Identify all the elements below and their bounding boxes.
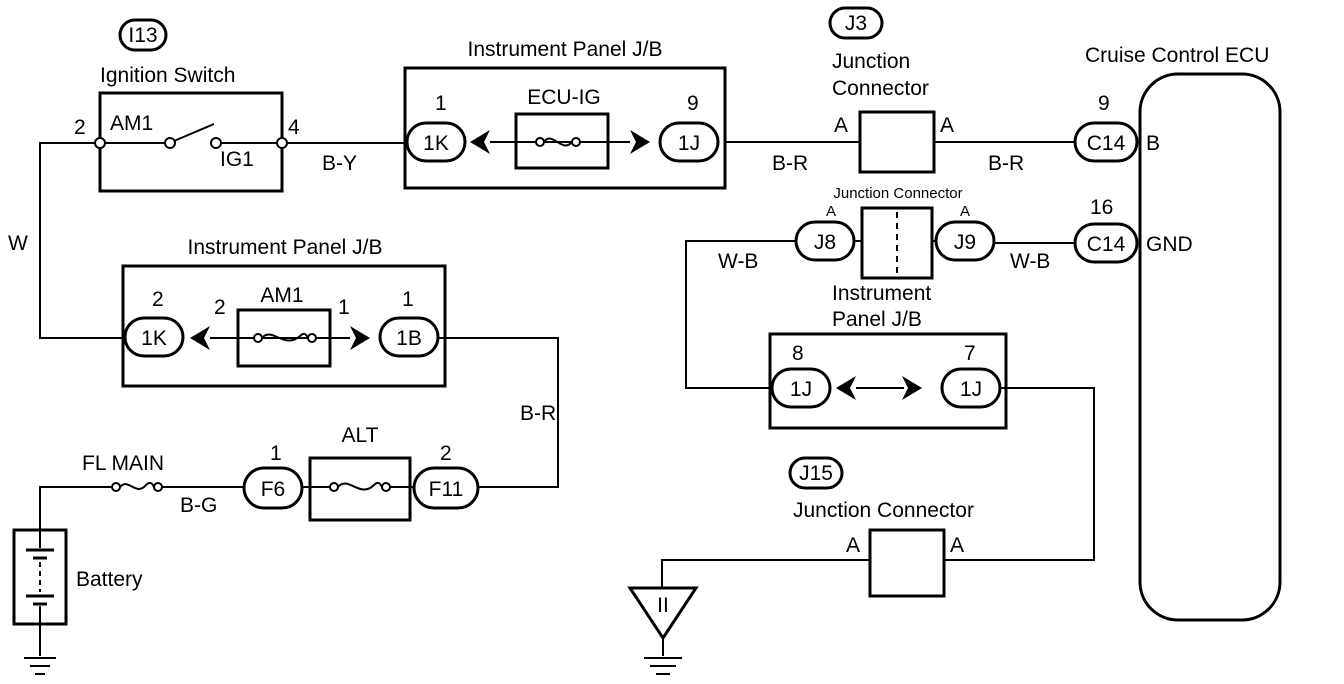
wire-b-r-2: B-R — [988, 152, 1024, 175]
j3-pin-a-right: A — [940, 114, 954, 137]
ignition-contact-am1: AM1 — [110, 112, 153, 135]
ipjb-mid-fuse-pin-1: 1 — [338, 296, 350, 319]
ignition-switch-ref: I13 — [128, 24, 157, 47]
ipjb-top-pin-9: 9 — [687, 92, 699, 115]
junction-connector-j15: J15 Junction Connector A A — [788, 456, 974, 598]
instrument-panel-jb-mid: Instrument Panel J/B 2 2 1 1 1K 1B AM1 — [121, 236, 447, 388]
alt-conn-f6: F6 — [261, 478, 286, 501]
wire-b-y: B-Y — [322, 152, 357, 175]
ipjb-right-title-1: Instrument — [832, 282, 931, 305]
ipjb-right-conn-1j-left: 1J — [790, 378, 812, 401]
ipjb-mid-title: Instrument Panel J/B — [188, 236, 383, 259]
junction-connector-j3: J3 Junction Connector A A — [828, 6, 954, 174]
alt-label: ALT — [342, 424, 379, 447]
conn-j8: J8 — [814, 231, 836, 254]
junction-connector-j8-j9: Junction Connector A A J8 J9 — [794, 185, 996, 280]
alt-pin-2: 2 — [440, 442, 452, 465]
fuse-am1-label: AM1 — [260, 284, 303, 307]
ipjb-mid-pin-2: 2 — [152, 288, 164, 311]
j8-pin-a: A — [826, 203, 836, 220]
j15-ref: J15 — [799, 462, 833, 485]
alt-fusible-link: ALT 1 2 F6 F11 — [242, 424, 480, 522]
ipjb-right-pin-7: 7 — [964, 342, 976, 365]
ground-point-ii: II — [627, 586, 699, 675]
ipjb-top-conn-1j: 1J — [678, 132, 700, 155]
ignition-contact-ig1: IG1 — [220, 148, 254, 171]
alt-pin-1: 1 — [270, 442, 282, 465]
j3-title-2: Connector — [832, 77, 929, 100]
cruise-control-ecu: Cruise Control ECU 9 C14 B 16 C14 GND — [1073, 44, 1282, 622]
ecu-pin-gnd: GND — [1146, 233, 1193, 256]
ecu-pin-16: 16 — [1090, 196, 1113, 219]
ipjb-top-title: Instrument Panel J/B — [468, 38, 663, 61]
j8-j9-title: Junction Connector — [833, 185, 962, 202]
ipjb-right-conn-1j-right: 1J — [960, 378, 982, 401]
ground-label: II — [657, 594, 669, 617]
j15-title: Junction Connector — [793, 499, 974, 522]
wire-w: W — [8, 232, 28, 255]
ignition-switch: I13 Ignition Switch AM1 IG1 2 4 — [74, 18, 300, 193]
ipjb-mid-conn-1k: 1K — [141, 327, 167, 350]
j15-pin-a-left: A — [846, 534, 860, 557]
j15-pin-a-right: A — [950, 534, 964, 557]
ignition-switch-title: Ignition Switch — [100, 64, 235, 87]
wire-w-b-1: W-B — [718, 250, 758, 273]
ipjb-mid-conn-1b: 1B — [396, 327, 422, 350]
ignition-pin-2: 2 — [74, 116, 86, 139]
ecu-title: Cruise Control ECU — [1085, 44, 1269, 67]
instrument-panel-jb-top: Instrument Panel J/B 1 9 1K 1J ECU-IG — [403, 38, 727, 190]
battery-label: Battery — [76, 568, 143, 591]
fuse-ecu-ig-label: ECU-IG — [527, 86, 601, 109]
ipjb-top-conn-1k: 1K — [423, 132, 449, 155]
ignition-pin-4: 4 — [288, 116, 300, 139]
ipjb-mid-fuse-pin-2: 2 — [214, 296, 226, 319]
ecu-conn-c14-b: C14 — [1087, 132, 1126, 155]
wire-b-g: B-G — [180, 494, 217, 517]
j3-pin-a-left: A — [834, 114, 848, 137]
wire-b-r-3: B-R — [520, 402, 556, 425]
j3-title-1: Junction — [832, 50, 910, 73]
conn-j9: J9 — [954, 231, 976, 254]
wire-b-r-1: B-R — [772, 152, 808, 175]
ipjb-top-pin-1: 1 — [435, 92, 447, 115]
ecu-pin-b: B — [1146, 132, 1160, 155]
ecu-pin-9: 9 — [1098, 92, 1110, 115]
alt-conn-f11: F11 — [429, 478, 464, 501]
j3-ref: J3 — [845, 12, 867, 35]
ipjb-right-pin-8: 8 — [792, 342, 804, 365]
ipjb-right-title-2: Panel J/B — [832, 308, 922, 331]
j9-pin-a: A — [960, 203, 970, 220]
fl-main-fusible-link: FL MAIN B-G — [39, 452, 244, 530]
wire-w-b-2: W-B — [1010, 250, 1050, 273]
fl-main-label: FL MAIN — [82, 452, 164, 475]
instrument-panel-jb-right: Instrument Panel J/B 8 7 1J 1J — [768, 282, 1008, 430]
ipjb-mid-pin-1: 1 — [402, 288, 414, 311]
ecu-conn-c14-gnd: C14 — [1087, 233, 1126, 256]
battery: Battery — [12, 528, 143, 675]
